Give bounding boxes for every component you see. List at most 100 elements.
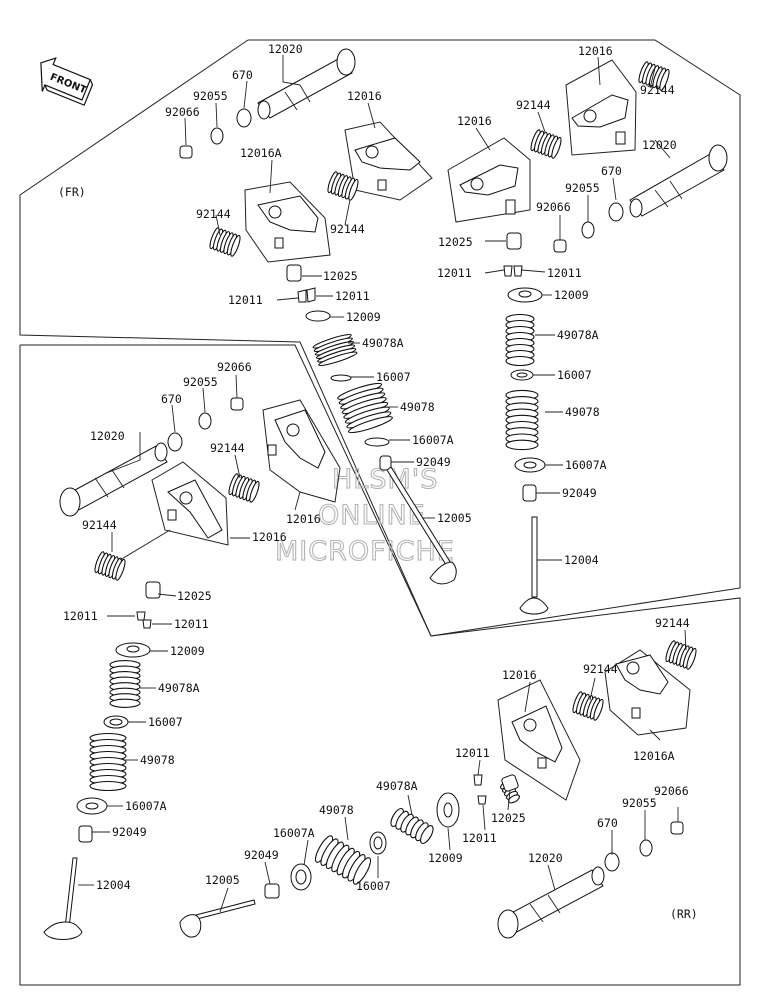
rocker-arm-box-12016-right1	[447, 137, 531, 223]
label-12016: 12016	[347, 89, 382, 103]
label-49078: 49078	[565, 405, 600, 419]
label-92144: 92144	[583, 662, 618, 676]
o-rings	[167, 108, 653, 872]
label-12016: 12016	[502, 668, 537, 682]
label-16007A: 16007A	[412, 433, 454, 447]
rocker-shaft-top-right	[629, 144, 728, 218]
rocker-arm-box-12016-right2	[565, 59, 637, 156]
section-label-fr: (FR)	[58, 185, 86, 199]
valve-seals	[78, 455, 537, 899]
label-12011: 12011	[547, 266, 582, 280]
coil-spring	[530, 129, 562, 159]
coil-spring	[337, 382, 393, 434]
label-92055: 92055	[193, 89, 228, 103]
label-92144: 92144	[196, 207, 231, 221]
label-12011: 12011	[63, 609, 98, 623]
watermark-line-3: MICROFICHE	[275, 536, 455, 567]
section-label-rr: (RR)	[670, 907, 698, 921]
label-49078: 49078	[319, 803, 354, 817]
label-92049: 92049	[244, 848, 279, 862]
label-12020: 12020	[528, 851, 563, 865]
plugs	[179, 145, 684, 835]
label-12025: 12025	[438, 235, 473, 249]
label-49078: 49078	[140, 753, 175, 767]
coil-spring	[228, 473, 260, 503]
label-12004: 12004	[96, 878, 131, 892]
label-92066: 92066	[165, 105, 200, 119]
coil-spring	[109, 660, 141, 708]
label-16007: 16007	[557, 368, 592, 382]
valve-keepers	[136, 265, 523, 805]
label-12009: 12009	[428, 851, 463, 865]
rocker-arm-box-12016-left	[151, 461, 229, 546]
rocker-arm-box-12016A-top	[244, 181, 331, 263]
coil-spring	[94, 551, 126, 581]
coil-spring	[505, 389, 539, 451]
label-92144: 92144	[330, 222, 365, 236]
rocker-arm-box-12016-top	[344, 121, 433, 201]
label-12009: 12009	[170, 644, 205, 658]
label-12009: 12009	[554, 288, 589, 302]
label-12016: 12016	[286, 512, 321, 526]
label-12016A: 12016A	[240, 146, 282, 160]
label-92144: 92144	[640, 83, 675, 97]
coil-spring	[665, 640, 697, 670]
label-12011: 12011	[437, 266, 472, 280]
label-92049: 92049	[112, 825, 147, 839]
rocker-shaft-top-left	[257, 48, 356, 120]
watermark-line-2: ONLINE	[318, 500, 426, 531]
label-670: 670	[161, 392, 182, 406]
label-12011: 12011	[462, 831, 497, 845]
label-49078A: 49078A	[362, 336, 404, 350]
label-12009: 12009	[346, 310, 381, 324]
label-92049: 92049	[416, 455, 451, 469]
spring-seats	[76, 369, 546, 891]
label-670: 670	[232, 68, 253, 82]
label-12011: 12011	[228, 293, 263, 307]
label-92055: 92055	[183, 375, 218, 389]
label-49078A: 49078A	[557, 328, 599, 342]
front-arrow-icon: FRONT	[40, 57, 94, 106]
coil-spring	[327, 171, 359, 201]
rocker-springs	[94, 61, 697, 804]
label-92055: 92055	[565, 181, 600, 195]
leader-lines	[78, 55, 687, 913]
rocker-shaft-bottom	[497, 866, 605, 939]
label-16007A: 16007A	[273, 826, 315, 840]
rocker-arm-box-12016-bottom	[497, 679, 581, 801]
label-92049: 92049	[562, 486, 597, 500]
label-49078: 49078	[400, 400, 435, 414]
label-12011: 12011	[335, 289, 370, 303]
coil-spring	[505, 313, 535, 367]
rocker-arm-box-12016-mid	[262, 399, 341, 503]
label-92066: 92066	[654, 784, 689, 798]
label-12016: 12016	[578, 44, 613, 58]
rocker-shaft-mid-left	[59, 442, 168, 517]
label-92055: 92055	[622, 796, 657, 810]
label-92144: 92144	[655, 616, 690, 630]
rocker-arm-box-12016A-bottom	[604, 649, 691, 736]
label-12016: 12016	[457, 114, 492, 128]
label-12025: 12025	[491, 811, 526, 825]
label-92144: 92144	[516, 98, 551, 112]
label-92066: 92066	[217, 360, 252, 374]
label-12011: 12011	[455, 746, 490, 760]
label-12005: 12005	[437, 511, 472, 525]
adjusters	[145, 232, 522, 792]
rr-section-outline	[19, 344, 741, 986]
coil-spring	[314, 835, 372, 885]
label-16007A: 16007A	[565, 458, 607, 472]
label-49078A: 49078A	[376, 779, 418, 793]
watermark: HLSM'S ONLINE MICROFICHE	[274, 463, 455, 567]
label-670: 670	[601, 164, 622, 178]
coil-spring	[312, 333, 358, 367]
label-670: 670	[597, 816, 618, 830]
coil-spring	[89, 732, 127, 792]
coil-spring	[209, 227, 241, 257]
label-16007: 16007	[148, 715, 183, 729]
label-12025: 12025	[177, 589, 212, 603]
label-12016A: 12016A	[633, 749, 675, 763]
part-labels: 12020 670 92055 92066 12016 12016A 92144…	[63, 42, 690, 893]
